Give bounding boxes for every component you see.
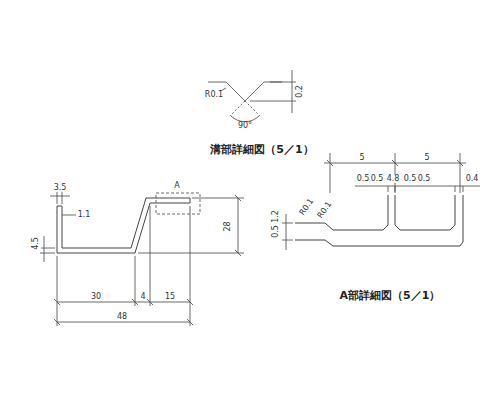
dimension-text: 28 [224,220,233,232]
dimension-line [50,184,70,204]
dimension-text: 15 [164,293,176,302]
dimension-text: A [173,182,180,191]
dimension-line [40,236,55,262]
dimension-text: 0.4 [465,175,480,184]
dimension-text: 0.5 [417,175,432,184]
dimension-text: 4.8 [386,175,401,184]
dimension-text: 5 [423,154,430,163]
dimension-text: 4 [139,293,146,302]
dimension-text: 4.5 [32,236,41,251]
dimension-line [250,70,296,113]
angle-extension [230,101,260,116]
dimension-text: 1.2 [272,209,281,224]
dimension-text: 0.5 [370,175,385,184]
view-title: 溝部詳細図（5／1） [209,144,314,156]
dimension-text: 90° [237,122,253,131]
dimension-line [282,214,293,250]
groove-profile [295,195,463,246]
dimension-tick [54,195,241,325]
main-view [40,184,244,326]
a-detail [282,153,480,250]
dimension-text: 0.5 [272,224,281,239]
dimension-tick [327,160,463,166]
dimension-text: 3.5 [53,184,68,193]
dimension-text: R0.1 [298,196,317,218]
leader-line [62,215,76,216]
dimension-text: 1.1 [77,211,92,220]
dimension-text: R0.1 [204,91,224,100]
dimension-line [355,186,480,192]
dimension-text: R0.1 [316,199,335,221]
groove-profile [295,195,455,230]
dimension-text: 0.5 [403,175,418,184]
part-profile [57,198,190,253]
dimension-text: 30 [90,293,102,302]
dimension-text: 5 [358,154,365,163]
dimension-text: 0.5 [356,175,371,184]
view-title: A部詳細図（5／1） [339,290,442,302]
dimension-text: 0.2 [296,84,305,99]
dimension-text: 48 [116,313,128,322]
dimension-line [57,206,190,326]
dimension-line [138,198,244,253]
detail-frame [156,193,200,214]
